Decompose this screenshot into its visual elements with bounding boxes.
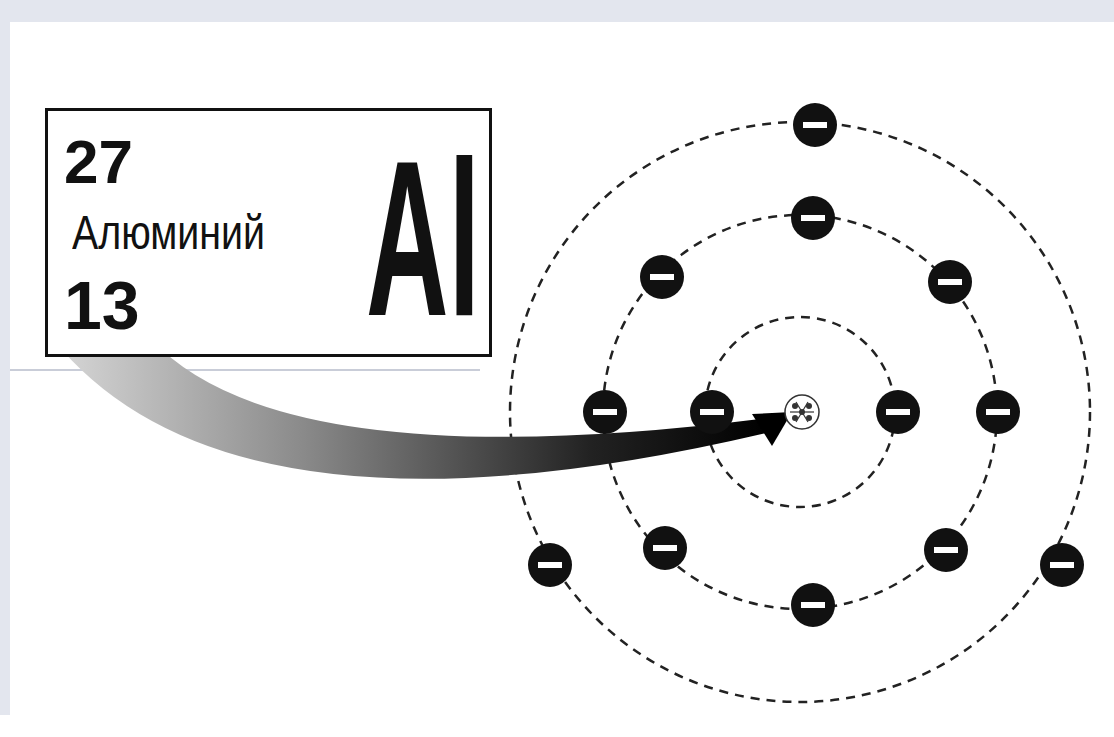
mass-number: 27 [64, 131, 133, 193]
element-name: Алюминий [72, 209, 265, 257]
element-symbol: Al [366, 129, 480, 349]
element-card: 27Алюминий 13 Al [45, 108, 492, 357]
atomic-number: 13 [64, 271, 140, 339]
